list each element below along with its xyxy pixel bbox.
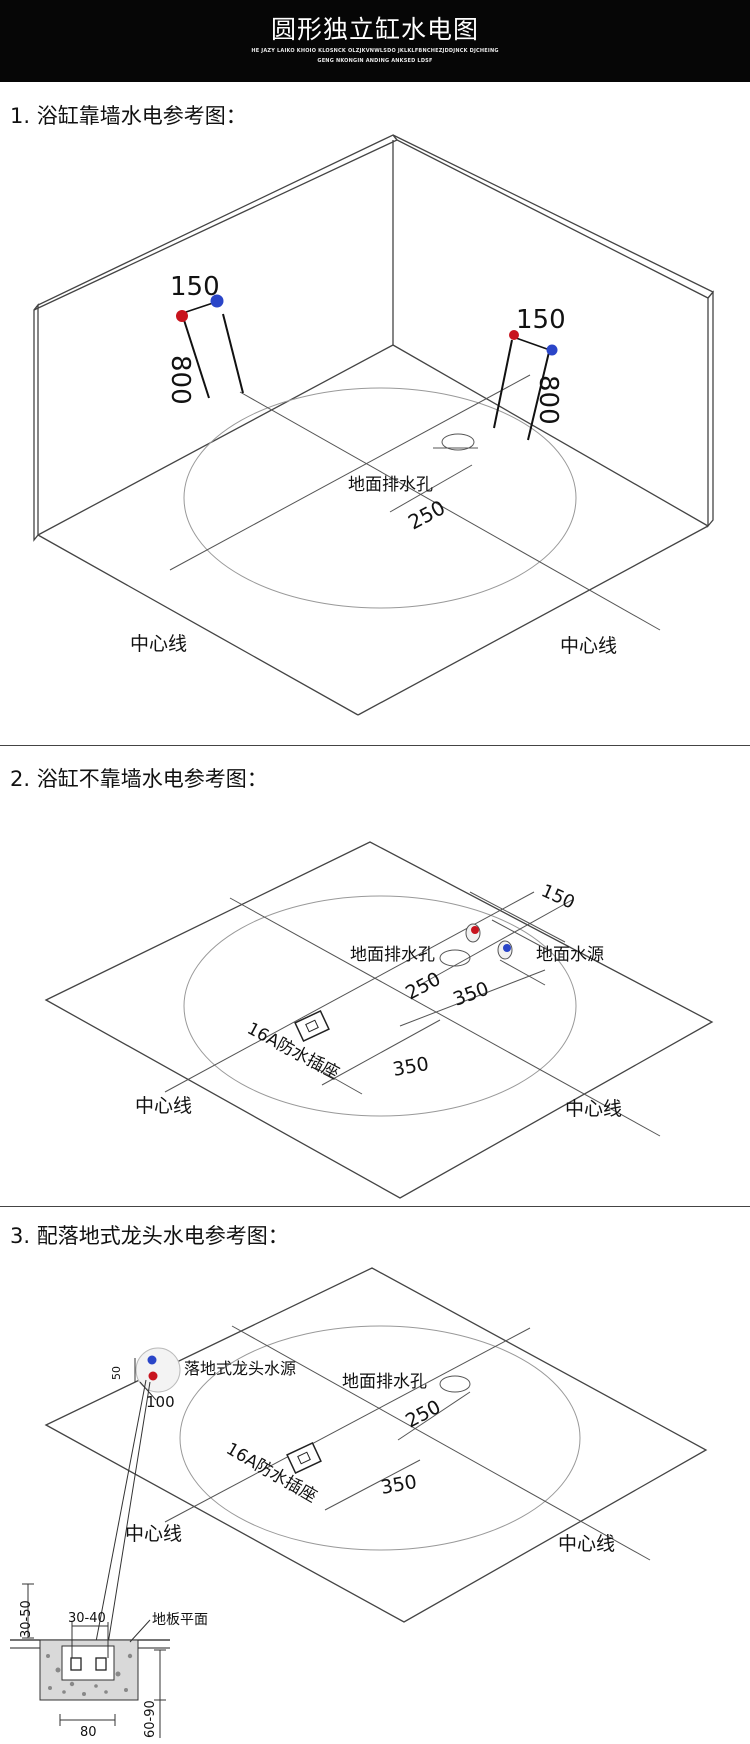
section3-cross-section-detail: 30-50 30-40 地板平面 80 60-90 (10, 1583, 208, 1740)
section2-water-source (465, 923, 513, 960)
section3-faucet-area (135, 1347, 181, 1393)
section2-dim-350-b: 350 (391, 1053, 431, 1081)
section3-dim-100: 100 (146, 1393, 175, 1411)
section3-detail-floor: 地板平面 (152, 1612, 208, 1628)
section3-detail-60-90: 60-90 (143, 1700, 158, 1738)
section2-drain-label: 地面排水孔 (350, 945, 435, 965)
section2-centerlines (164, 891, 661, 1137)
section3-detail-30-50: 30-50 (19, 1600, 34, 1638)
section1-left-spacing: 150 (170, 272, 220, 302)
section1-title: 1. 浴缸靠墙水电参考图： (10, 104, 247, 128)
section3-floor-outline (44, 1267, 708, 1623)
section2-centerline-right: 中心线 (565, 1098, 622, 1120)
section2-dim-250: 250 (402, 968, 444, 1004)
section2-diagram: 150 地面排水孔 地面水源 250 350 16A防水插座 350 中心线 中… (44, 841, 714, 1199)
section3-diagram: 50 落地式龙头水源 100 地面排水孔 250 16A防水插座 350 中心线… (10, 1267, 708, 1740)
section3-socket-icon (286, 1442, 322, 1474)
section3-cold-icon (147, 1355, 157, 1365)
page-title: 圆形独立缸水电图 (270, 15, 479, 44)
section2-title: 2. 浴缸不靠墙水电参考图： (10, 767, 268, 791)
section1-right-height: 800 (533, 375, 563, 425)
section3-faucet-label: 落地式龙头水源 (184, 1359, 296, 1378)
section2-hot-icon (471, 926, 479, 934)
section3-title: 3. 配落地式龙头水电参考图： (10, 1224, 289, 1248)
section1-left-height: 800 (165, 355, 195, 405)
section3-dim-50: 50 (110, 1366, 123, 1380)
section2-dim-150: 150 (538, 880, 578, 913)
section1-diagram: 150 800 150 800 地面排水孔 250 中心线 中心线 (33, 134, 715, 716)
section2-cold-icon (503, 944, 511, 952)
section1-floor-circle (183, 387, 577, 609)
section2-floor-circle (183, 895, 577, 1117)
section2-dim-350-a: 350 (450, 978, 492, 1011)
section1-drain-label: 地面排水孔 (348, 475, 433, 495)
header-subtitle-line2: GENG NKONGIN ANDING ANKSED LDSF (317, 58, 433, 64)
divider-1 (0, 745, 750, 746)
section1-right-cold-icon (546, 344, 558, 356)
section2-floor-outline (44, 841, 714, 1199)
header-banner: 圆形独立缸水电图 HE JAZY LAIKO KHOIO KLOSNCK OLZ… (0, 0, 750, 82)
section3-drain-label: 地面排水孔 (342, 1372, 427, 1392)
section3-hot-icon (148, 1371, 158, 1381)
section2-water-label: 地面水源 (536, 945, 604, 965)
section1-centerline-right: 中心线 (560, 635, 617, 657)
section1-left-pipes: 150 800 (165, 272, 244, 405)
section1-drain-icon (441, 433, 475, 451)
section1-right-spacing: 150 (516, 305, 566, 335)
section2-drain-icon (439, 949, 471, 967)
section3-detail-30-40: 30-40 (68, 1611, 106, 1626)
section3-centerlines (164, 1325, 651, 1561)
section3-floor-circle (179, 1325, 581, 1551)
section1-centerline-left: 中心线 (130, 633, 187, 655)
section1-centerlines (169, 374, 661, 631)
section3-centerline-left: 中心线 (125, 1523, 182, 1545)
section3-dim-350: 350 (379, 1471, 419, 1499)
section3-detail-80: 80 (80, 1725, 97, 1740)
section2-centerline-left: 中心线 (135, 1095, 192, 1117)
divider-2 (0, 1206, 750, 1207)
section3-drain-icon (439, 1375, 471, 1393)
section1-drain-dim: 250 (404, 495, 449, 534)
section1-left-cold-icon (210, 294, 224, 308)
section1-right-pipes: 150 800 (493, 305, 566, 441)
section1-left-hot-icon (176, 310, 188, 322)
header-subtitle-line1: HE JAZY LAIKO KHOIO KLOSNCK OLZJKVNWLSDO… (251, 48, 499, 54)
section3-centerline-right: 中心线 (558, 1533, 615, 1555)
section3-dim-250: 250 (402, 1396, 444, 1432)
section1-right-hot-icon (509, 330, 519, 340)
section2-socket-icon (294, 1010, 330, 1042)
section1-room-walls (33, 134, 715, 716)
